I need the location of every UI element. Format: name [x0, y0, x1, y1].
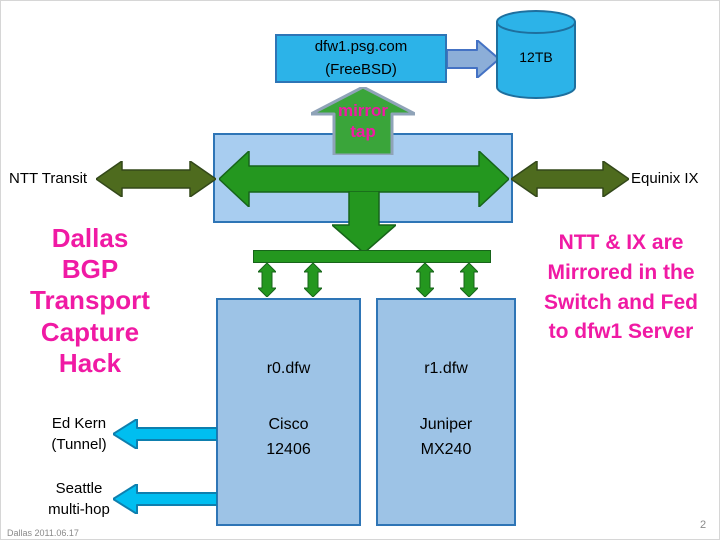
router-r1-name: r1.dfw — [424, 360, 468, 377]
title-note-line: Dallas — [51, 223, 129, 253]
mirror-note: NTT & IX are Mirrored in the Switch and … — [521, 228, 719, 347]
storage-cylinder-icon — [496, 10, 576, 99]
mirror-tap-arrow-icon — [311, 87, 415, 155]
mirror-note-line: Mirrored in the — [547, 260, 695, 284]
router-link-arrow-icon — [304, 263, 322, 297]
ntt-transit-label: NTT Transit — [9, 170, 88, 187]
title-note-line: Capture — [40, 316, 140, 347]
router-r0-box: r0.dfw Cisco 12406 — [216, 298, 361, 526]
router-r1-model: MX240 — [420, 441, 472, 458]
page-number: 2 — [700, 519, 707, 531]
router-r0-vendor: Cisco — [268, 416, 309, 433]
mirror-tap-label: mirror tap — [311, 100, 415, 143]
router-r0-model: 12406 — [266, 441, 311, 458]
mirror-tap-label-line2: tap — [350, 122, 376, 142]
seattle-multihop-label: Seattle multi-hop — [25, 478, 133, 520]
dfw1-server-name: dfw1.psg.com — [314, 38, 408, 55]
edkern-tunnel-line1: Ed Kern — [51, 415, 107, 432]
ntt-transit-arrow-icon — [96, 161, 216, 197]
trunk-bar — [253, 250, 491, 263]
seattle-multihop-line1: Seattle — [55, 480, 103, 497]
equinix-ix-label: Equinix IX — [631, 170, 699, 187]
switch-down-arrow-icon — [332, 191, 396, 253]
edkern-tunnel-label: Ed Kern (Tunnel) — [25, 413, 133, 455]
switch-horizontal-arrow-icon — [219, 151, 509, 207]
equinix-ix-arrow-icon — [511, 161, 629, 197]
title-note-line: Hack — [58, 347, 122, 378]
mirror-note-line: NTT & IX are — [558, 231, 684, 254]
dfw1-server-os: (FreeBSD) — [325, 60, 397, 78]
slide-footer: Dallas 2011.06.17 — [7, 528, 79, 538]
seattle-multihop-line2: multi-hop — [48, 501, 110, 518]
mirror-tap-label-line1: mirror — [337, 101, 389, 120]
storage-capacity-label: 12TB — [519, 49, 553, 65]
title-note-line: BGP — [61, 254, 119, 285]
router-r0-name: r0.dfw — [266, 360, 311, 377]
router-r1-box: r1.dfw Juniper MX240 — [376, 298, 516, 526]
seattle-multihop-arrow-icon — [113, 484, 217, 514]
title-note: Dallas BGP Transport Capture Hack — [1, 223, 179, 379]
router-link-arrow-icon — [258, 263, 276, 297]
mirror-note-line: Switch and Fed — [543, 290, 698, 314]
mirror-note-line: to dfw1 Server — [548, 320, 694, 344]
title-note-line: Transport — [30, 285, 150, 316]
server-to-storage-arrow-icon — [447, 40, 499, 78]
router-link-arrow-icon — [460, 263, 478, 297]
router-r1-vendor: Juniper — [419, 416, 473, 433]
edkern-tunnel-line2: (Tunnel) — [51, 436, 107, 453]
router-link-arrow-icon — [416, 263, 434, 297]
dfw1-server-box: dfw1.psg.com (FreeBSD) — [275, 34, 447, 83]
edkern-tunnel-arrow-icon — [113, 419, 217, 449]
